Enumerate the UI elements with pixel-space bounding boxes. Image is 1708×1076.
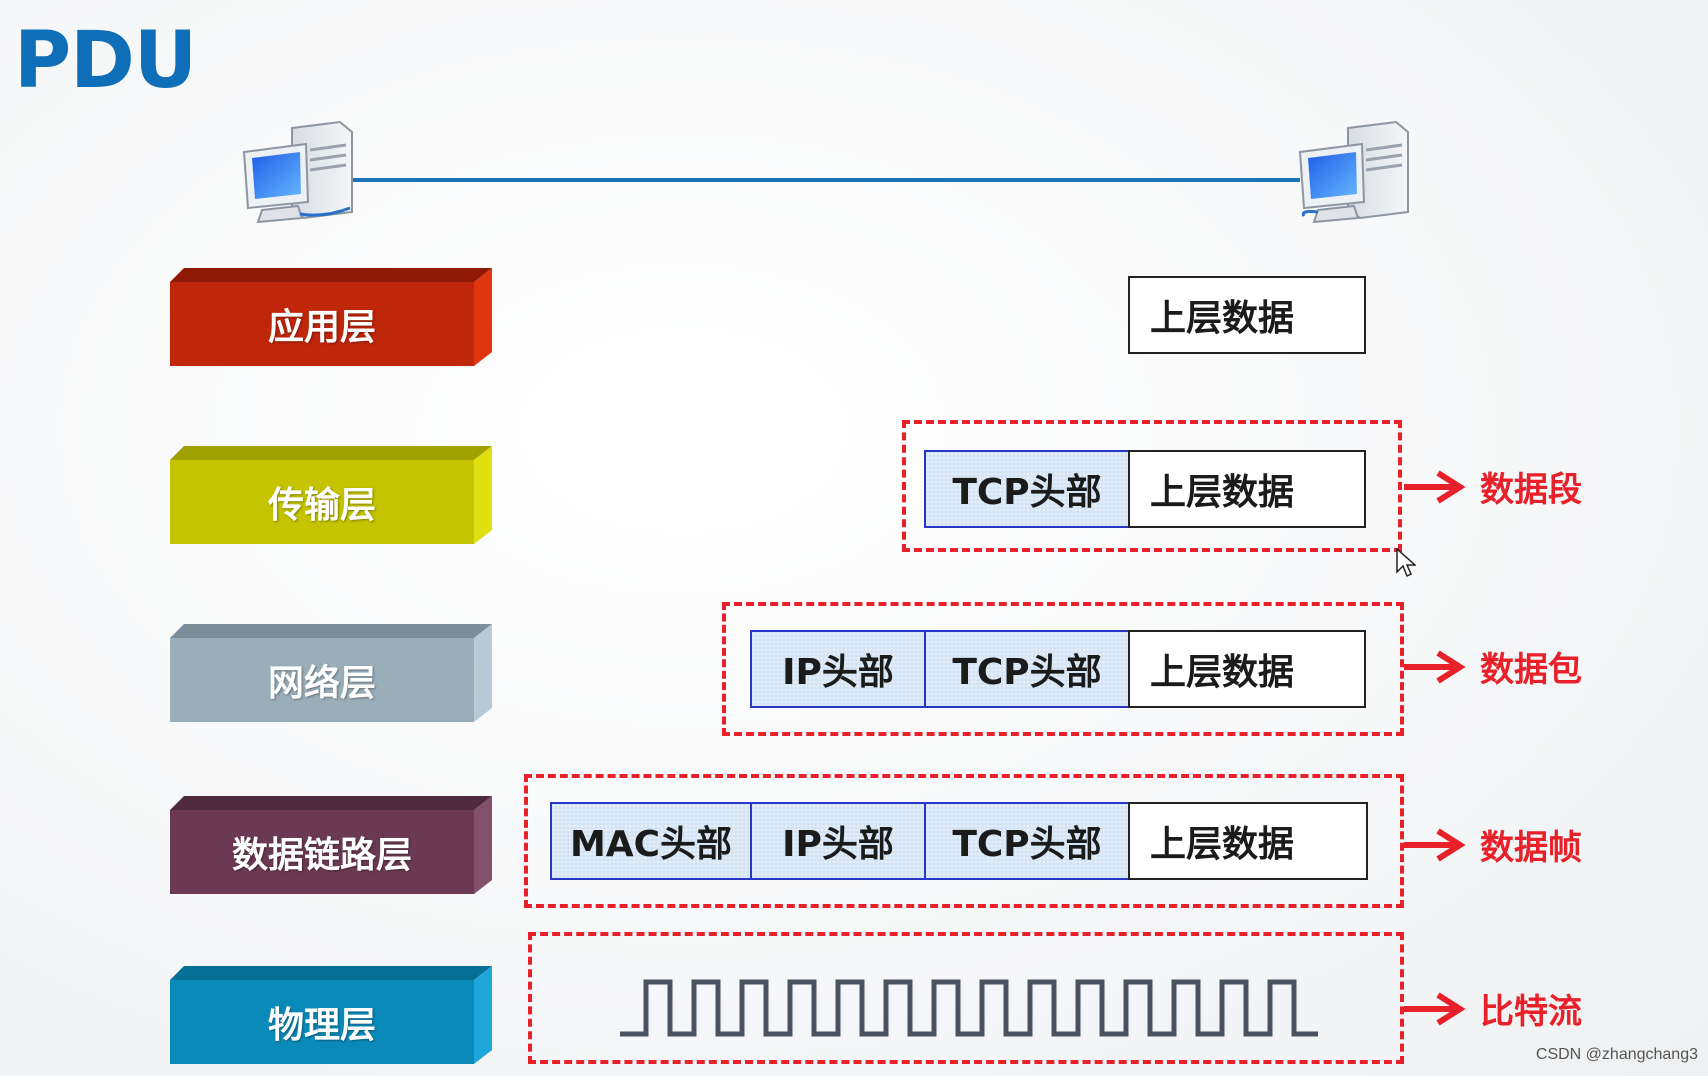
ip-header-cell: IP头部 xyxy=(750,802,926,880)
upper-data-cell: 上层数据 xyxy=(1128,450,1366,528)
packet-dashed-frame xyxy=(722,602,1404,736)
ip-header-cell: IP头部 xyxy=(750,630,926,708)
upper-data-cell: 上层数据 xyxy=(1128,630,1366,708)
layer-label: 数据链路层 xyxy=(170,810,474,894)
layer-block-top xyxy=(170,796,492,810)
layer-data-link: 数据链路层 xyxy=(170,796,492,894)
layer-block-side xyxy=(474,796,492,894)
arrow-right-icon xyxy=(1404,649,1466,684)
pdu-name-frame: 数据帧 xyxy=(1404,820,1582,869)
layer-network: 网络层 xyxy=(170,624,492,722)
frame-dashed-frame xyxy=(524,774,1404,908)
pdu-name-packet: 数据包 xyxy=(1404,642,1582,691)
arrow-right-icon xyxy=(1404,827,1466,862)
layer-block-top xyxy=(170,624,492,638)
upper-data-cell: 上层数据 xyxy=(1128,276,1366,354)
pdu-name-bitstream: 比特流 xyxy=(1404,984,1582,1033)
tcp-header-cell: TCP头部 xyxy=(924,802,1130,880)
upper-data-cell: 上层数据 xyxy=(1128,802,1368,880)
layer-label: 网络层 xyxy=(170,638,474,722)
layer-block-side xyxy=(474,268,492,366)
layer-block-top xyxy=(170,966,492,980)
mac-header-cell: MAC头部 xyxy=(550,802,752,880)
layer-block-side xyxy=(474,446,492,544)
computer-icon xyxy=(240,118,360,238)
layer-block-top xyxy=(170,268,492,282)
pdu-name-label: 数据段 xyxy=(1480,470,1582,510)
layer-label: 传输层 xyxy=(170,460,474,544)
arrow-right-icon xyxy=(1404,991,1466,1026)
tcp-header-cell: TCP头部 xyxy=(924,450,1130,528)
square-wave-signal xyxy=(620,979,1318,1037)
layer-application: 应用层 xyxy=(170,268,492,366)
network-link-line xyxy=(350,178,1300,182)
layer-block-side xyxy=(474,966,492,1064)
watermark: CSDN @zhangchang3 xyxy=(1535,1046,1698,1063)
pdu-name-label: 数据包 xyxy=(1480,650,1582,690)
bitstream-dashed-frame xyxy=(528,932,1404,1064)
pdu-name-label: 比特流 xyxy=(1480,992,1582,1032)
layer-label: 物理层 xyxy=(170,980,474,1064)
pdu-name-segment: 数据段 xyxy=(1404,462,1582,511)
segment-dashed-frame xyxy=(902,420,1402,552)
layer-transport: 传输层 xyxy=(170,446,492,544)
layer-block-top xyxy=(170,446,492,460)
mouse-cursor-icon xyxy=(1396,548,1416,578)
pdu-name-label: 数据帧 xyxy=(1480,828,1582,868)
layer-block-side xyxy=(474,624,492,722)
page-title: PDU xyxy=(14,16,197,106)
computer-icon xyxy=(1296,118,1416,238)
layer-label: 应用层 xyxy=(170,282,474,366)
layer-physical: 物理层 xyxy=(170,966,492,1064)
arrow-right-icon xyxy=(1404,469,1466,504)
tcp-header-cell: TCP头部 xyxy=(924,630,1130,708)
